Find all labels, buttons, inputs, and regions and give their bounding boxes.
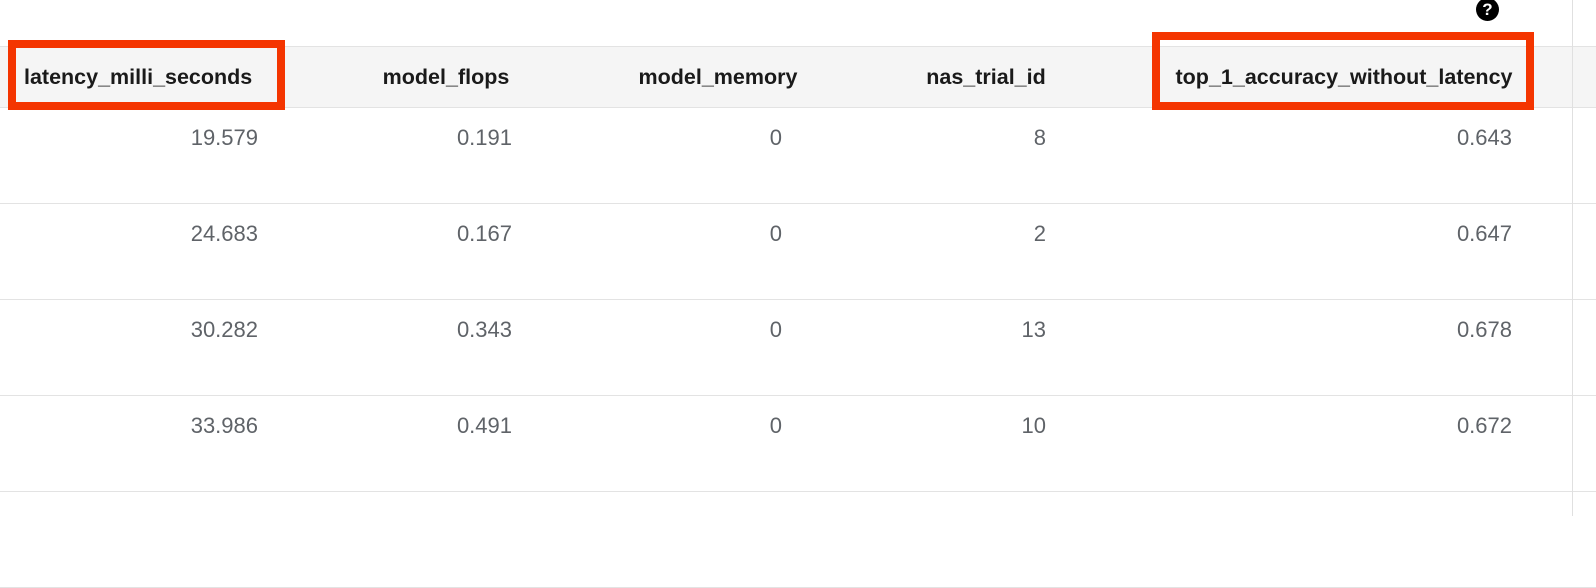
cell-nas-trial-id: 10 — [1021, 413, 1046, 438]
cell-model-memory: 0 — [769, 317, 782, 342]
cell-nas-trial-id: 2 — [1033, 221, 1046, 246]
table-row[interactable] — [0, 492, 1596, 588]
cell-model-flops: 0.191 — [456, 125, 512, 150]
table-body: 19.579 0.191 0 8 0.643 24.683 0.167 0 2 … — [0, 108, 1596, 588]
cell-model-memory: 0 — [769, 125, 782, 150]
cell-latency-milli-seconds: 33.986 — [190, 413, 258, 438]
cell-nas-trial-id: 8 — [1033, 125, 1046, 150]
cell-latency-milli-seconds: 19.579 — [190, 125, 258, 150]
cell-model-flops: 0.167 — [456, 221, 512, 246]
help-question-mark-icon[interactable]: ? — [1476, 0, 1499, 21]
column-header-top-1-accuracy-without-latency[interactable]: top_1_accuracy_without_latency — [1175, 65, 1513, 89]
table-header-row: latency_milli_seconds model_flops model_… — [0, 46, 1596, 108]
cell-top-1-accuracy-without-latency: 0.672 — [1456, 413, 1512, 438]
table-row[interactable]: 19.579 0.191 0 8 0.643 — [0, 108, 1596, 204]
column-header-latency-milli-seconds[interactable]: latency_milli_seconds — [24, 65, 253, 89]
cell-latency-milli-seconds: 30.282 — [190, 317, 258, 342]
cell-top-1-accuracy-without-latency: 0.678 — [1456, 317, 1512, 342]
table-row[interactable]: 30.282 0.343 0 13 0.678 — [0, 300, 1596, 396]
column-header-model-flops[interactable]: model_flops — [382, 65, 510, 89]
cell-model-memory: 0 — [769, 413, 782, 438]
cell-top-1-accuracy-without-latency: 0.643 — [1456, 125, 1512, 150]
cell-latency-milli-seconds: 24.683 — [190, 221, 258, 246]
cell-nas-trial-id: 13 — [1021, 317, 1046, 342]
column-header-nas-trial-id[interactable]: nas_trial_id — [926, 65, 1046, 89]
cell-model-flops: 0.343 — [456, 317, 512, 342]
table-row[interactable]: 24.683 0.167 0 2 0.647 — [0, 204, 1596, 300]
column-header-model-memory[interactable]: model_memory — [638, 65, 798, 89]
cell-model-flops: 0.491 — [456, 413, 512, 438]
cell-top-1-accuracy-without-latency: 0.647 — [1456, 221, 1512, 246]
table-row[interactable]: 33.986 0.491 0 10 0.672 — [0, 396, 1596, 492]
cell-model-memory: 0 — [769, 221, 782, 246]
column-divider-right — [1572, 0, 1573, 516]
